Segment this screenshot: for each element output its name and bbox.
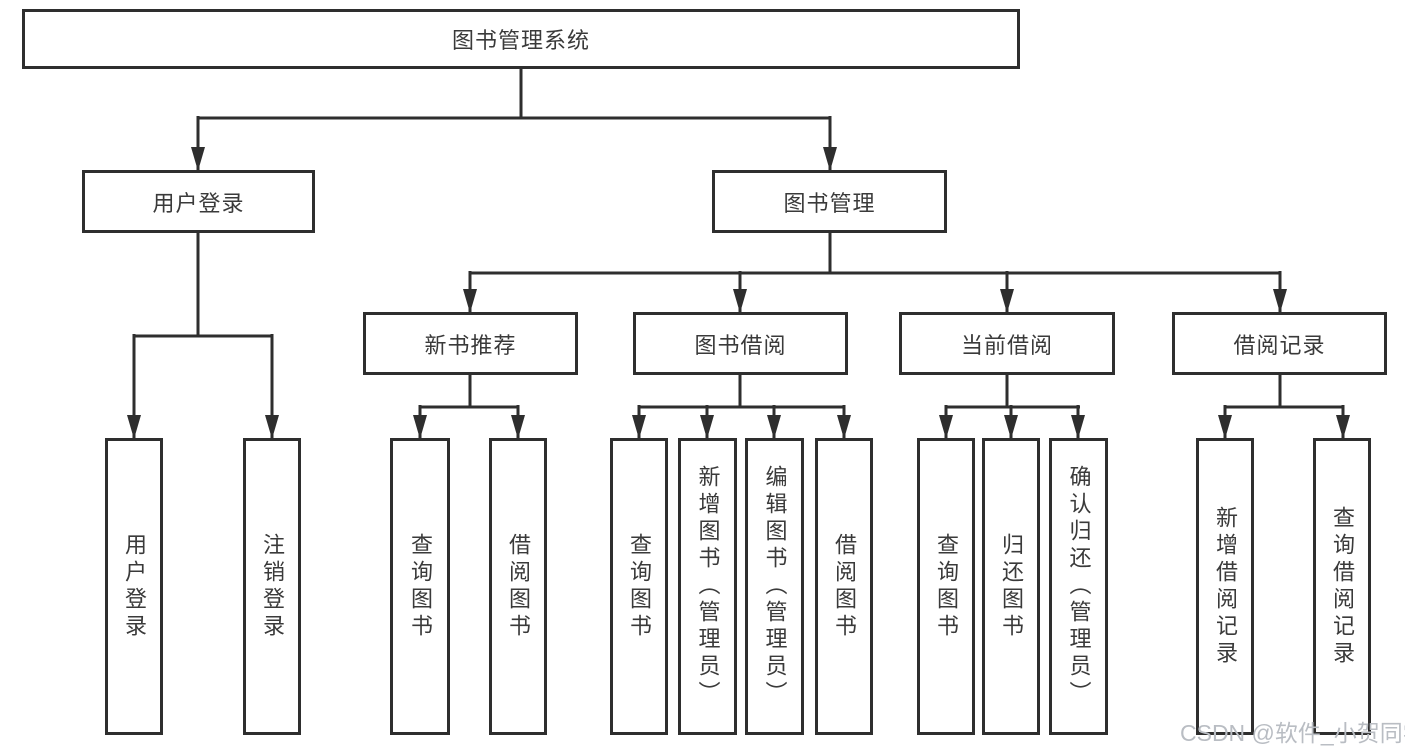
leaf-edit-books-admin: 编辑图书（管理员） xyxy=(745,438,804,735)
node-current-borrowing: 当前借阅 xyxy=(899,312,1115,375)
node-root-label: 图书管理系统 xyxy=(451,28,590,53)
leaf-query-borrow-record: 查询借阅记录 xyxy=(1313,438,1371,735)
node-book-borrowing-label: 图书借阅 xyxy=(694,332,787,358)
leaf-borrow-books-recommend: 借阅图书 xyxy=(489,438,547,735)
node-new-book-recommend-label: 新书推荐 xyxy=(424,332,517,358)
csdn-watermark: CSDN @软件_小贺同学 xyxy=(1180,720,1405,746)
node-new-book-recommend: 新书推荐 xyxy=(363,312,578,375)
leaf-add-borrow-record: 新增借阅记录 xyxy=(1196,438,1254,735)
leaf-user-login: 用户登录 xyxy=(105,438,163,735)
leaf-query-books-borrow: 查询图书 xyxy=(610,438,668,735)
leaf-borrow-books: 借阅图书 xyxy=(815,438,873,735)
node-borrowing-records-label: 借阅记录 xyxy=(1233,332,1326,358)
node-book-management: 图书管理 xyxy=(712,170,947,233)
leaf-add-books-admin: 新增图书（管理员） xyxy=(678,438,737,735)
leaf-return-books: 归还图书 xyxy=(982,438,1040,735)
leaf-query-books-current: 查询图书 xyxy=(917,438,975,735)
node-current-borrowing-label: 当前借阅 xyxy=(960,332,1053,358)
node-user-login-label: 用户登录 xyxy=(152,190,245,216)
node-book-borrowing: 图书借阅 xyxy=(633,312,848,375)
leaf-query-books-recommend: 查询图书 xyxy=(390,438,450,735)
node-borrowing-records: 借阅记录 xyxy=(1172,312,1387,375)
leaf-logout: 注销登录 xyxy=(243,438,301,735)
node-book-management-label: 图书管理 xyxy=(783,190,876,216)
node-root: 图书管理系统 xyxy=(22,9,1020,69)
leaf-confirm-return-admin: 确认归还（管理员） xyxy=(1049,438,1108,735)
node-user-login: 用户登录 xyxy=(82,170,315,233)
